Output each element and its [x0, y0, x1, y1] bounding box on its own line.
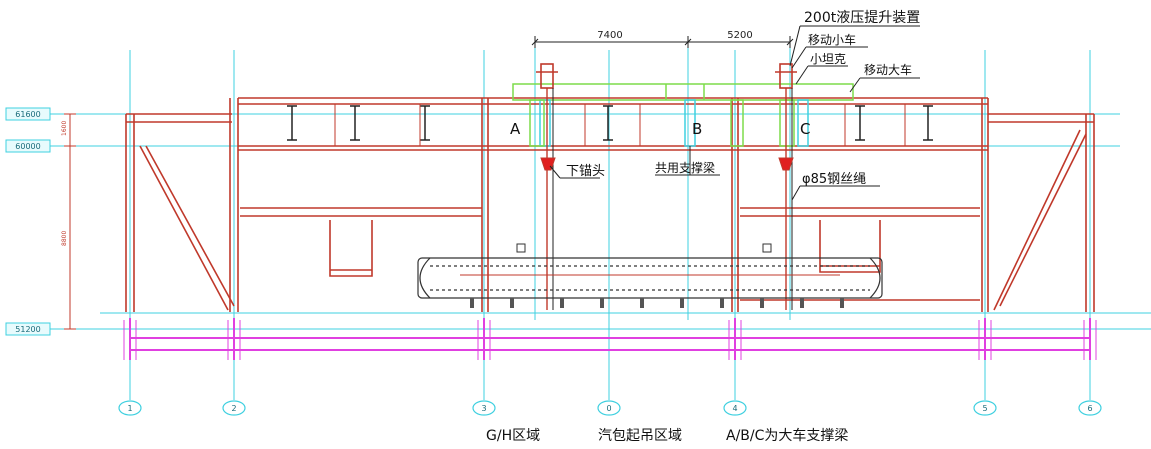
bottom-rails: [129, 318, 1091, 360]
leader-lines: [549, 25, 920, 201]
dimension-5200: 5200: [727, 30, 752, 41]
top-dimension-line: [531, 36, 794, 48]
rail-verticals: [123, 320, 1097, 360]
label-main-carriage: 移动大车: [864, 62, 912, 77]
axis-label-0: 0: [606, 404, 611, 413]
elevation-51200: 51200: [15, 325, 40, 334]
hydraulic-lifter-left: [536, 63, 558, 310]
left-elevation-dimension: [64, 113, 76, 330]
label-small-tank: 小坦克: [810, 52, 846, 66]
caption-drum-lift-zone: 汽包起吊区域: [598, 428, 682, 444]
elevation-tags: 61600 60000 51200: [5, 107, 51, 336]
dimension-7400: 7400: [597, 30, 622, 41]
label-wire-rope: φ85钢丝绳: [802, 172, 866, 187]
label-shared-support-beam: 共用支撑梁: [655, 160, 715, 175]
label-trolley: 移动小车: [808, 32, 856, 47]
truss-ibeams: [287, 105, 933, 141]
axis-label-6: 6: [1087, 404, 1092, 413]
dimension-1600: 1600: [61, 121, 68, 136]
truss-verticals: [334, 104, 906, 146]
axis-lines: [129, 40, 1091, 400]
label-lower-anchor: 下锚头: [566, 164, 605, 179]
axis-bubbles: [118, 400, 1102, 416]
label-beam-b: B: [692, 120, 702, 138]
axis-label-3: 3: [481, 404, 486, 413]
caption-gh-zone: G/H区域: [486, 428, 541, 444]
drum-top-marks: [516, 243, 772, 253]
steam-drum: [417, 257, 883, 299]
dimension-8800: 8800: [61, 231, 68, 246]
axis-label-5: 5: [982, 404, 987, 413]
main-carriage: [512, 83, 854, 147]
label-beam-c: C: [800, 120, 810, 138]
elevation-61600: 61600: [15, 110, 40, 119]
label-hydraulic-lifter: 200t液压提升装置: [804, 10, 920, 26]
label-beam-a: A: [510, 120, 521, 138]
axis-label-2: 2: [231, 404, 236, 413]
elevation-60000: 60000: [15, 142, 40, 151]
steel-frame: [125, 97, 1095, 312]
caption-abc-note: A/B/C为大车支撑梁: [726, 428, 849, 444]
drum-nozzles: [470, 298, 844, 308]
axis-label-4: 4: [732, 404, 737, 413]
axis-label-1: 1: [127, 404, 132, 413]
